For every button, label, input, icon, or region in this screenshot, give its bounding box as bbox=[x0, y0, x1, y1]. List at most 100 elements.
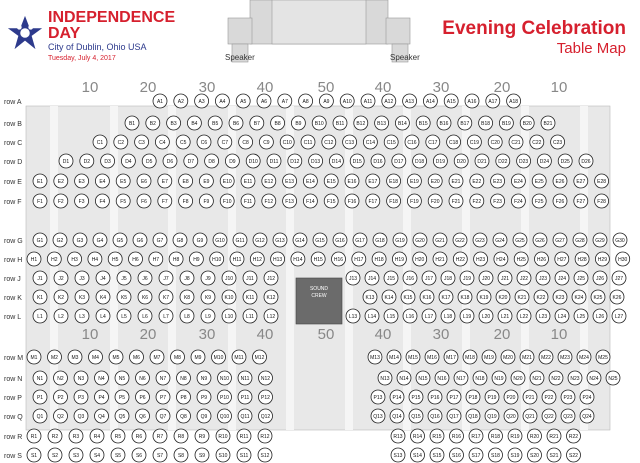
seat-table[interactable] bbox=[560, 408, 576, 424]
seat-table[interactable] bbox=[522, 389, 538, 405]
seat-table[interactable] bbox=[507, 447, 523, 463]
seat-table[interactable] bbox=[217, 370, 232, 386]
seat-table[interactable] bbox=[344, 173, 360, 189]
seat-table[interactable] bbox=[94, 370, 109, 386]
seat-table[interactable] bbox=[493, 251, 509, 267]
seat-table[interactable] bbox=[221, 270, 237, 286]
seat-table[interactable] bbox=[300, 134, 316, 150]
seat-table[interactable] bbox=[94, 408, 109, 424]
seat-table[interactable] bbox=[488, 428, 503, 444]
seat-table[interactable] bbox=[245, 153, 261, 169]
seat-table[interactable] bbox=[332, 115, 348, 131]
seat-table[interactable] bbox=[217, 408, 232, 424]
seat-table[interactable] bbox=[415, 370, 431, 386]
seat-table[interactable] bbox=[135, 408, 150, 424]
seat-table[interactable] bbox=[32, 289, 48, 305]
seat-table[interactable] bbox=[137, 308, 153, 324]
seat-table[interactable] bbox=[383, 308, 399, 324]
seat-table[interactable] bbox=[367, 349, 383, 365]
seat-table[interactable] bbox=[560, 389, 576, 405]
seat-table[interactable] bbox=[453, 153, 469, 169]
seat-table[interactable] bbox=[552, 193, 568, 209]
seat-table[interactable] bbox=[472, 370, 488, 386]
seat-table[interactable] bbox=[552, 173, 568, 189]
seat-table[interactable] bbox=[574, 251, 590, 267]
seat-table[interactable] bbox=[452, 251, 468, 267]
seat-table[interactable] bbox=[219, 193, 235, 209]
seat-table[interactable] bbox=[198, 173, 214, 189]
seat-table[interactable] bbox=[535, 308, 551, 324]
seat-table[interactable] bbox=[478, 115, 494, 131]
seat-table[interactable] bbox=[124, 115, 140, 131]
seat-table[interactable] bbox=[345, 308, 361, 324]
seat-table[interactable] bbox=[365, 193, 381, 209]
seat-table[interactable] bbox=[217, 389, 232, 405]
seat-table[interactable] bbox=[249, 251, 265, 267]
seat-table[interactable] bbox=[446, 389, 462, 405]
seat-table[interactable] bbox=[209, 251, 225, 267]
seat-table[interactable] bbox=[32, 370, 48, 386]
seat-table[interactable] bbox=[546, 428, 562, 444]
seat-table[interactable] bbox=[412, 232, 428, 248]
seat-table[interactable] bbox=[178, 193, 194, 209]
seat-table[interactable] bbox=[402, 308, 418, 324]
seat-table[interactable] bbox=[459, 308, 475, 324]
seat-table[interactable] bbox=[173, 428, 189, 444]
seat-table[interactable] bbox=[152, 232, 168, 248]
seat-table[interactable] bbox=[573, 270, 589, 286]
seat-table[interactable] bbox=[58, 153, 74, 169]
seat-table[interactable] bbox=[481, 349, 497, 365]
seat-table[interactable] bbox=[237, 370, 253, 386]
seat-table[interactable] bbox=[53, 289, 69, 305]
seat-table[interactable] bbox=[155, 370, 171, 386]
seat-table[interactable] bbox=[611, 270, 627, 286]
seat-table[interactable] bbox=[53, 270, 69, 286]
seat-table[interactable] bbox=[457, 289, 473, 305]
seat-table[interactable] bbox=[170, 349, 185, 365]
seat-table[interactable] bbox=[252, 232, 268, 248]
seat-table[interactable] bbox=[390, 428, 406, 444]
seat-table[interactable] bbox=[532, 232, 548, 248]
seat-table[interactable] bbox=[408, 389, 424, 405]
seat-table[interactable] bbox=[497, 270, 513, 286]
seat-table[interactable] bbox=[615, 251, 631, 267]
seat-table[interactable] bbox=[236, 428, 252, 444]
seat-table[interactable] bbox=[449, 428, 464, 444]
seat-table[interactable] bbox=[302, 193, 318, 209]
seat-table[interactable] bbox=[410, 428, 425, 444]
seat-table[interactable] bbox=[115, 193, 131, 209]
seat-table[interactable] bbox=[240, 193, 256, 209]
seat-table[interactable] bbox=[73, 389, 89, 405]
seat-table[interactable] bbox=[446, 134, 462, 150]
seat-table[interactable] bbox=[453, 370, 469, 386]
seat-table[interactable] bbox=[95, 289, 111, 305]
seat-table[interactable] bbox=[374, 115, 390, 131]
seat-table[interactable] bbox=[228, 115, 244, 131]
seat-table[interactable] bbox=[495, 153, 511, 169]
seat-table[interactable] bbox=[473, 251, 489, 267]
seat-table[interactable] bbox=[258, 370, 273, 386]
seat-table[interactable] bbox=[550, 134, 565, 150]
seat-table[interactable] bbox=[236, 447, 252, 463]
seat-table[interactable] bbox=[311, 115, 327, 131]
seat-table[interactable] bbox=[198, 193, 214, 209]
seat-table[interactable] bbox=[402, 93, 418, 109]
seat-table[interactable] bbox=[538, 349, 554, 365]
seat-table[interactable] bbox=[339, 93, 355, 109]
seat-table[interactable] bbox=[424, 349, 440, 365]
seat-table[interactable] bbox=[217, 134, 233, 150]
seat-table[interactable] bbox=[370, 408, 386, 424]
seat-table[interactable] bbox=[390, 447, 406, 463]
seat-table[interactable] bbox=[308, 153, 324, 169]
seat-table[interactable] bbox=[371, 251, 387, 267]
seat-table[interactable] bbox=[452, 232, 468, 248]
seat-table[interactable] bbox=[149, 349, 165, 365]
seat-table[interactable] bbox=[516, 308, 532, 324]
seat-table[interactable] bbox=[318, 93, 334, 109]
seat-table[interactable] bbox=[488, 447, 503, 463]
seat-table[interactable] bbox=[362, 289, 378, 305]
seat-table[interactable] bbox=[516, 153, 531, 169]
seat-table[interactable] bbox=[394, 115, 410, 131]
seat-table[interactable] bbox=[272, 232, 288, 248]
seat-table[interactable] bbox=[232, 232, 248, 248]
